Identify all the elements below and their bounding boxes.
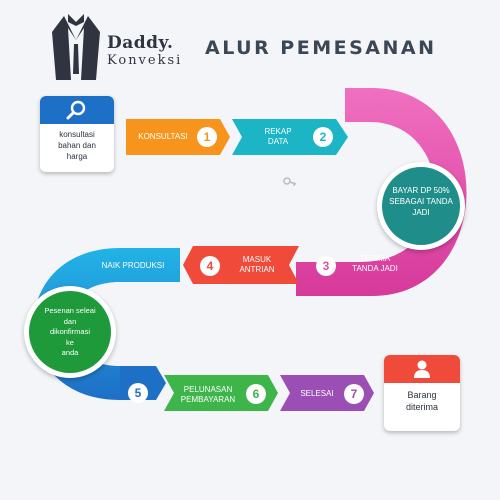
start-card-line: bahan dan (58, 141, 96, 150)
confirmed-node-line: dan (63, 316, 77, 326)
confirmed-node-line: ke (66, 337, 74, 347)
confirmed-node-line: anda (61, 348, 79, 357)
step-2-label: REKAP DATA (264, 127, 292, 146)
confirmed-node-line: Pesenan seleai (44, 306, 96, 315)
step-6-label: PELUNASAN PEMBAYARAN (180, 385, 236, 404)
step-2-number: 2 (313, 127, 333, 147)
user-icon (414, 360, 430, 378)
step-4-number: 4 (200, 256, 220, 276)
dp-node-line: JADI (412, 208, 430, 217)
confirmed-node: Pesenan seleai dan dikonfirmasi ke anda (29, 291, 111, 373)
end-card-line: diterima (405, 402, 438, 412)
step-3-number: 3 (316, 256, 336, 276)
brand-name: Daddy. (107, 33, 174, 53)
step-6-number: 6 (246, 384, 266, 404)
end-card-line: Barang (407, 390, 437, 400)
step-5-number: 5 (128, 383, 148, 403)
start-card-line: harga (66, 152, 88, 161)
end-card: Barang diterima (384, 355, 460, 431)
dp-node: BAYAR DP 50% SEBAGAI TANDA JADI (382, 167, 460, 245)
tuxedo-shirt-icon (52, 14, 100, 80)
step-7-number: 7 (344, 384, 364, 404)
key-icon (283, 177, 291, 185)
brand-subtitle: Konveksi (107, 53, 183, 68)
step-3-label: TERIMA TANDA JADI (352, 254, 398, 273)
confirmed-node-line: dikonfirmasi (49, 327, 90, 336)
dp-node-line: BAYAR DP 50% (392, 186, 450, 195)
step-7-label: SELESAI (300, 389, 334, 398)
dp-node-line: SEBAGAI TANDA (389, 197, 453, 206)
step-5-label: NAIK PRODUKSI (101, 261, 165, 270)
step-1-label: KONSULTASI (138, 132, 188, 141)
start-card-line: konsultasi (59, 130, 95, 139)
start-card: konsultasi bahan dan harga (40, 96, 114, 172)
search-icon (66, 100, 86, 120)
step-1-number: 1 (197, 127, 217, 147)
step-4-label: MASUK ANTRIAN (239, 255, 275, 274)
page-title: ALUR PEMESANAN (205, 37, 437, 59)
